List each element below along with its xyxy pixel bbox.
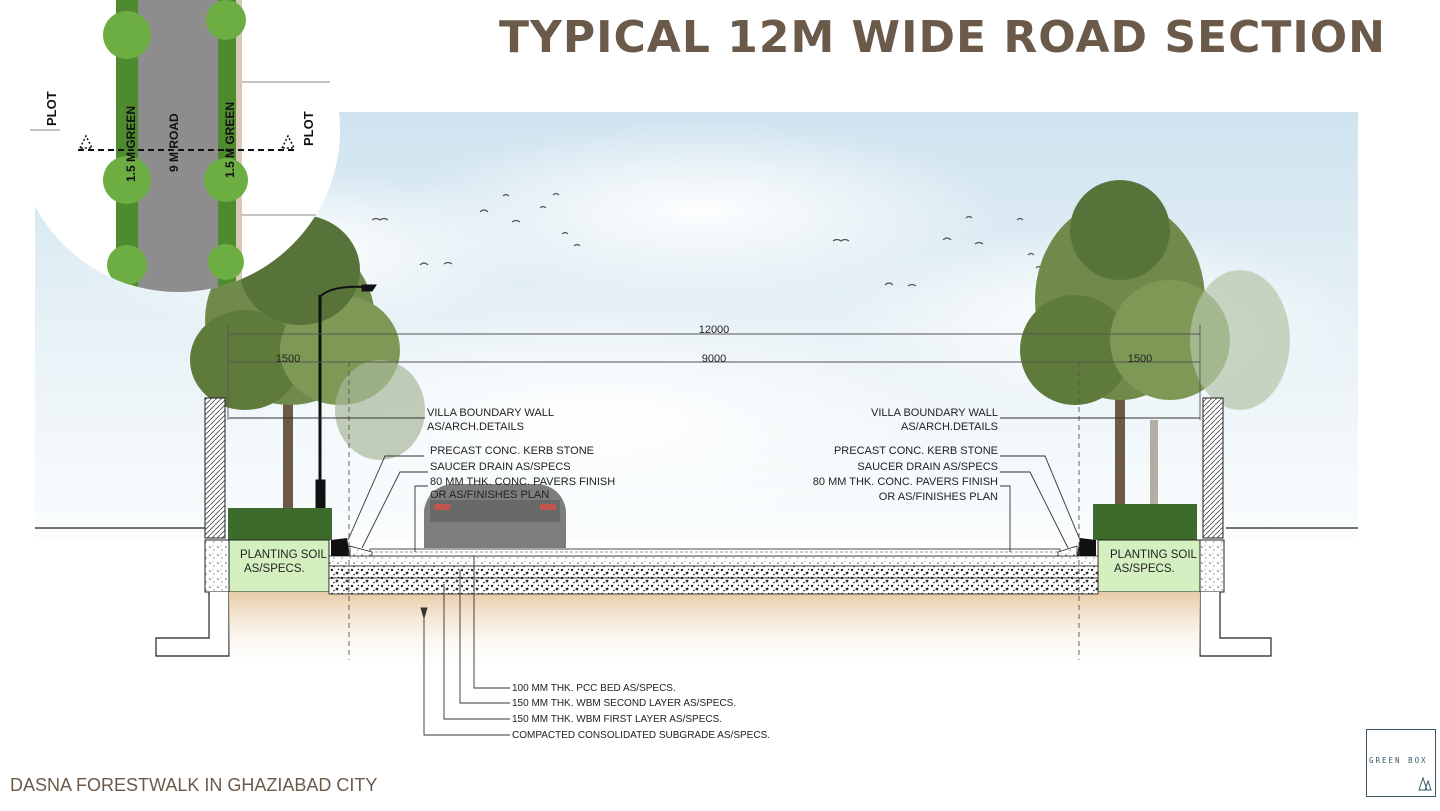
left-boundary-wall [204,397,226,539]
layer-wbm1-label: 150 MM THK. WBM FIRST LAYER AS/SPECS. [512,714,722,725]
right-wall-label: VILLA BOUNDARY WALL [871,407,998,419]
left-kerb-label: PRECAST CONC. KERB STONE [430,445,594,457]
left-planting-label-2: AS/SPECS. [244,563,305,575]
left-pavers-label: 80 MM THK. CONC. PAVERS FINISH [430,476,615,488]
plan-green-left: 1.5 M GREEN [124,106,138,182]
car-silhouette [424,484,566,548]
pavement-layers [328,548,1099,595]
layer-subgrade-label: COMPACTED CONSOLIDATED SUBGRADE AS/SPECS… [512,730,770,741]
plan-road: 9 M ROAD [167,113,181,172]
right-pavers-label: 80 MM THK. CONC. PAVERS FINISH [813,476,998,488]
plan-plot-left: PLOT [44,91,59,126]
right-kerb-label: PRECAST CONC. KERB STONE [834,445,998,457]
green-box-logo: GREEN BOX [1366,729,1436,797]
dim-left-verge: 1500 [276,353,300,365]
leader-lines [229,417,1200,736]
key-plan: PLOT PLOT 1.5 M GREEN 9 M ROAD 1.5 M GRE… [16,0,340,292]
dim-overall: 12000 [699,324,730,336]
right-planting-label-2: AS/SPECS. [1114,563,1175,575]
right-planting-label: PLANTING SOIL [1110,549,1198,561]
kerb-stones [331,538,1096,557]
tree-logo-icon [1418,776,1432,791]
right-drain-label: SAUCER DRAIN AS/SPECS [857,461,998,473]
left-wall-label: VILLA BOUNDARY WALL [427,407,554,419]
right-pavers-label-2: OR AS/FINISHES PLAN [879,491,998,503]
plan-plot-right: PLOT [301,111,316,146]
right-boundary-wall [1202,397,1224,539]
left-wall-label-2: AS/ARCH.DETAILS [427,421,524,433]
dimension-lines [227,325,1201,660]
dim-right-verge: 1500 [1128,353,1152,365]
left-planting-label: PLANTING SOIL [240,549,328,561]
right-planting-soil [1097,539,1201,593]
left-pavers-label-2: OR AS/FINISHES PLAN [430,489,549,501]
left-planting-soil [228,539,330,593]
right-hedge [1093,504,1197,540]
right-wall-label-2: AS/ARCH.DETAILS [901,421,998,433]
birds [371,192,1043,287]
project-footer: DASNA FORESTWALK IN GHAZIABAD CITY [10,775,378,795]
left-drain-label: SAUCER DRAIN AS/SPECS [430,461,571,473]
page-title: TYPICAL 12M WIDE ROAD SECTION [499,12,1386,63]
logo-text: GREEN BOX [1369,756,1428,765]
plan-green-right: 1.5 M GREEN [223,102,237,178]
layer-wbm2-label: 150 MM THK. WBM SECOND LAYER AS/SPECS. [512,698,736,709]
layer-pcc-label: 100 MM THK. PCC BED AS/SPECS. [512,683,676,694]
left-hedge [228,508,332,540]
dim-carriageway: 9000 [702,353,726,365]
